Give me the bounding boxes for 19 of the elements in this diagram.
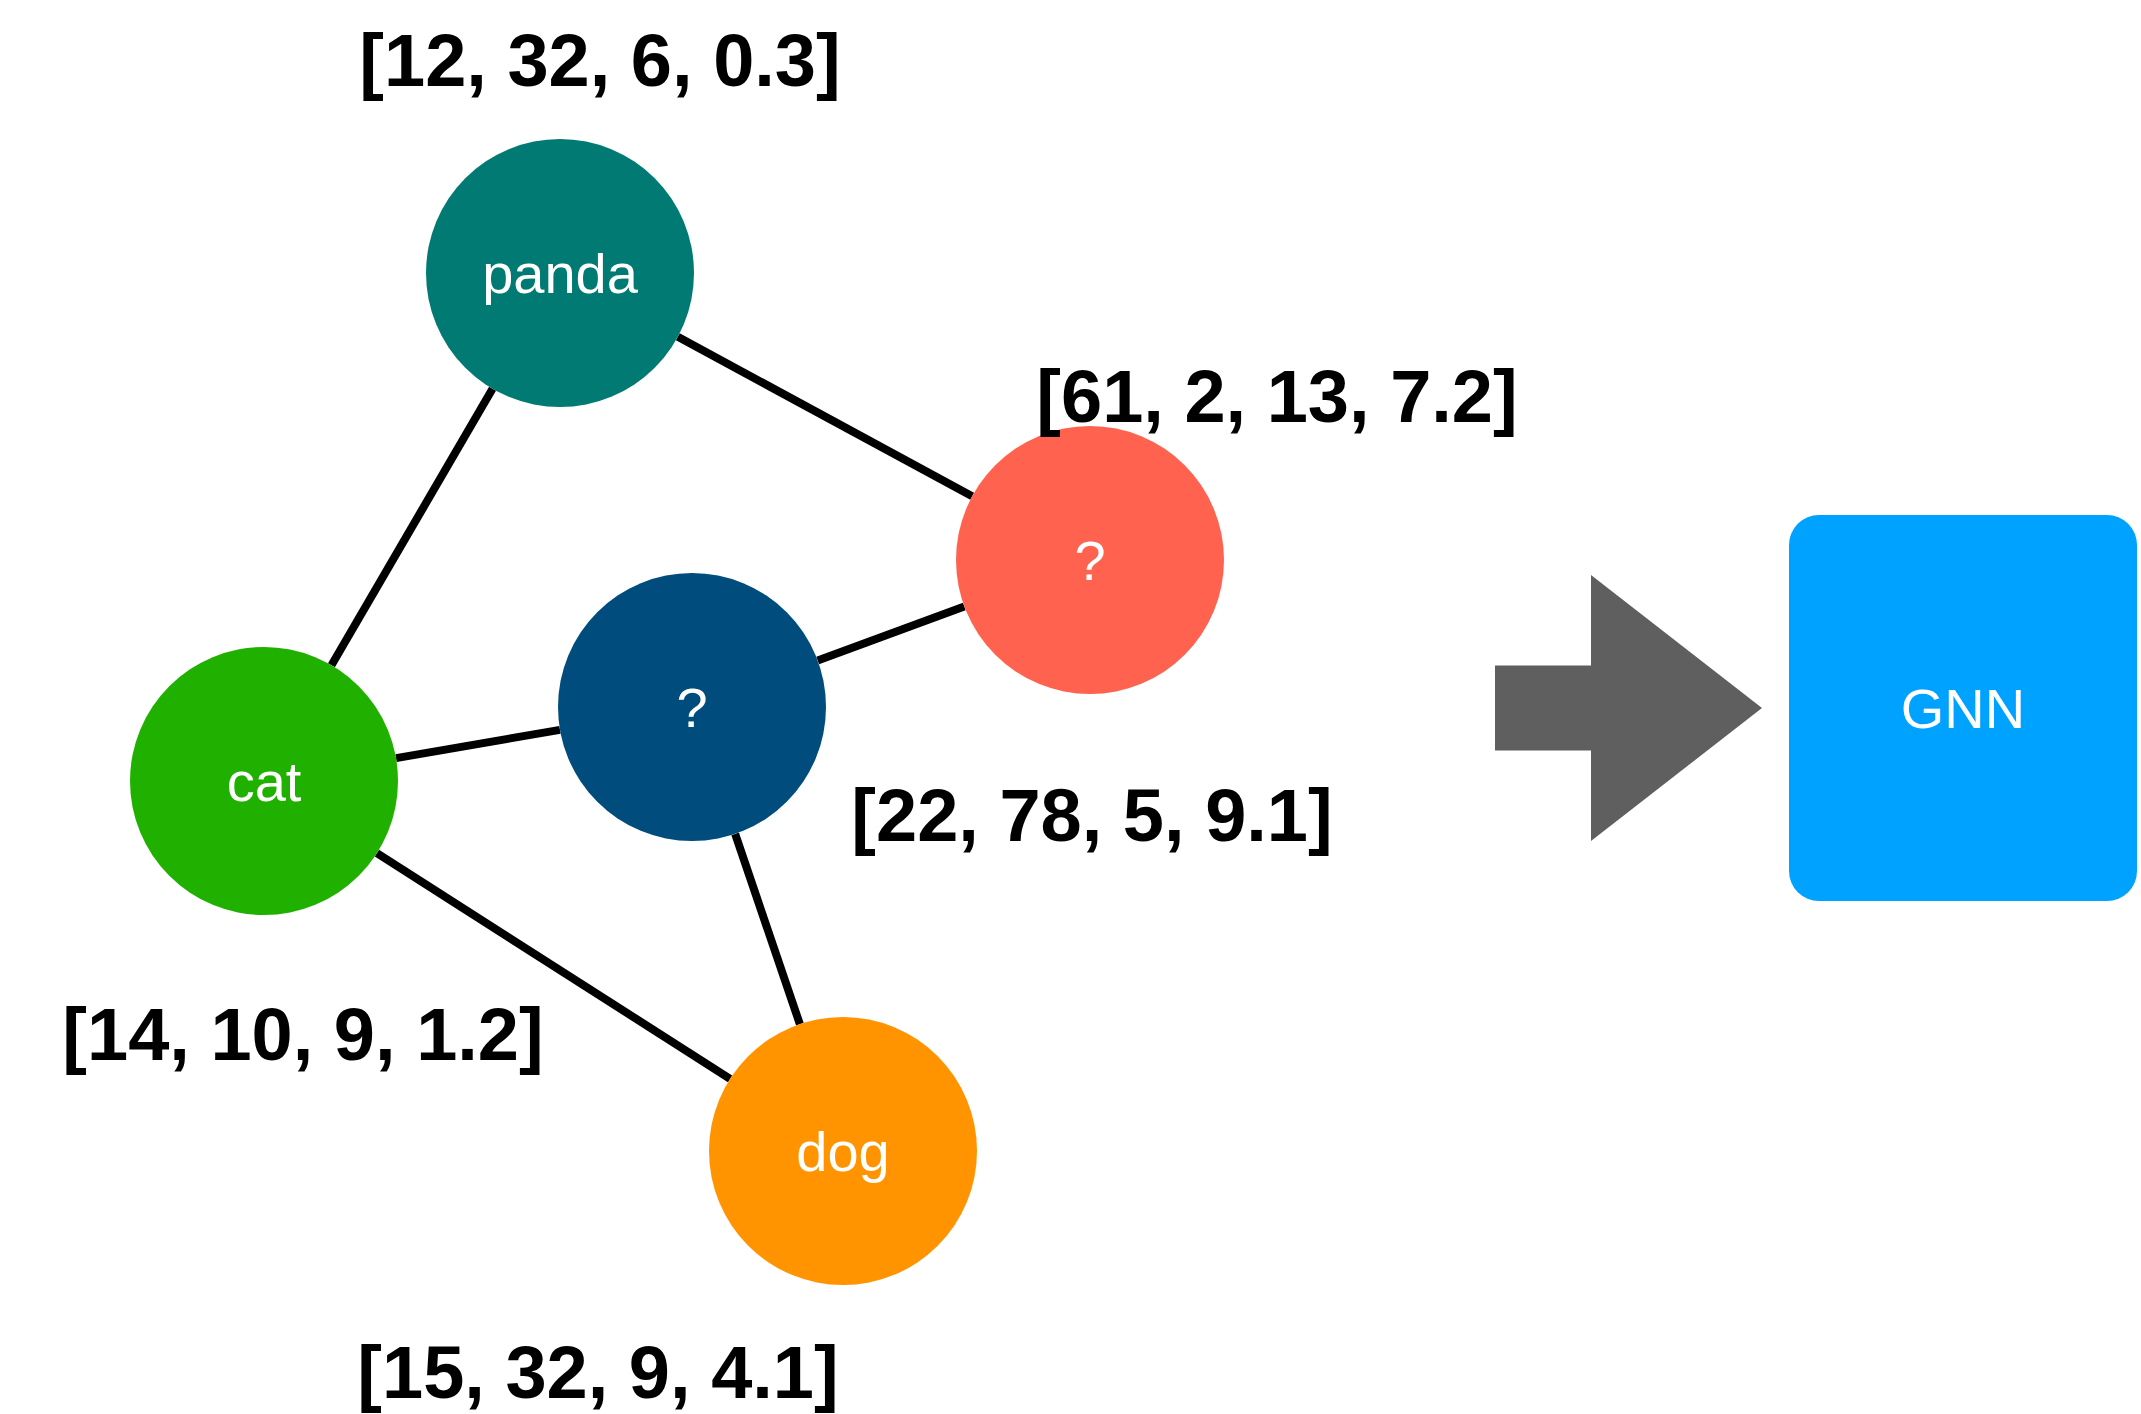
model-box — [1789, 515, 2137, 901]
feature-vector: [14, 10, 9, 1.2] — [62, 991, 544, 1077]
feature-vector: [22, 78, 5, 9.1] — [851, 772, 1333, 858]
arrow — [1495, 575, 1762, 841]
edge-line — [328, 386, 496, 668]
node-label: cat — [226, 748, 302, 814]
node-label: dog — [796, 1118, 890, 1184]
node-label: ? — [676, 674, 708, 740]
node-label: panda — [482, 240, 638, 306]
edge-line — [731, 832, 804, 1026]
edge-line — [816, 602, 966, 665]
feature-vector: [12, 32, 6, 0.3] — [359, 17, 841, 103]
edge-line — [395, 725, 561, 763]
edge-line — [675, 333, 975, 500]
feature-vector: [61, 2, 13, 7.2] — [1036, 353, 1518, 439]
node-label: ? — [1074, 527, 1106, 593]
edge-line — [374, 849, 733, 1083]
feature-vector: [15, 32, 9, 4.1] — [357, 1329, 839, 1414]
node-label: GNN — [1900, 675, 2026, 741]
